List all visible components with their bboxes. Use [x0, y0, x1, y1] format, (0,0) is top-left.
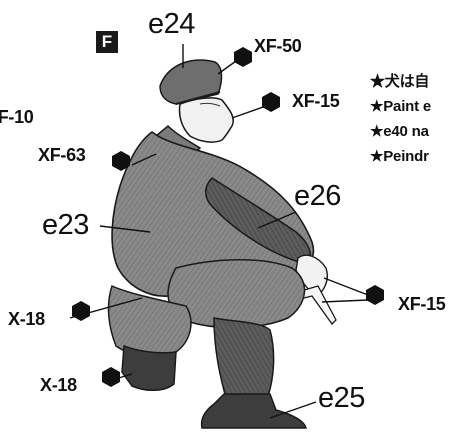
boot-part-label: e25 — [318, 382, 365, 414]
collar-paint-code: XF-63 — [38, 145, 86, 165]
panel-letter: F — [101, 32, 113, 51]
front-boot-shape — [200, 393, 307, 429]
jacket-part-label: e23 — [42, 209, 89, 241]
face-shape — [178, 97, 234, 143]
paint-marker-icons — [72, 47, 384, 387]
hands-paint-code: XF-15 — [398, 294, 446, 314]
note-line-1: ★犬は自 — [370, 73, 430, 90]
sleeve-shape — [205, 177, 312, 265]
boots-paint-code: X-18 — [40, 375, 77, 395]
note-line-3: ★e40 na — [370, 123, 429, 140]
note-line-2: ★Paint e — [370, 98, 432, 115]
note-line-4: ★Peindr — [370, 148, 429, 165]
panel-letter-badge: F — [96, 31, 118, 53]
trousers-paint-code: X-18 — [8, 309, 45, 329]
cap-shape — [159, 59, 223, 105]
back-boot-shape — [121, 344, 177, 391]
sleeve-part-label: e26 — [294, 180, 341, 212]
cap-part-label: e24 — [148, 8, 195, 40]
face-paint-code: XF-15 — [292, 91, 340, 111]
cap-paint-code: XF-50 — [254, 36, 302, 56]
edge-paint-code: XF-10 — [0, 107, 34, 127]
